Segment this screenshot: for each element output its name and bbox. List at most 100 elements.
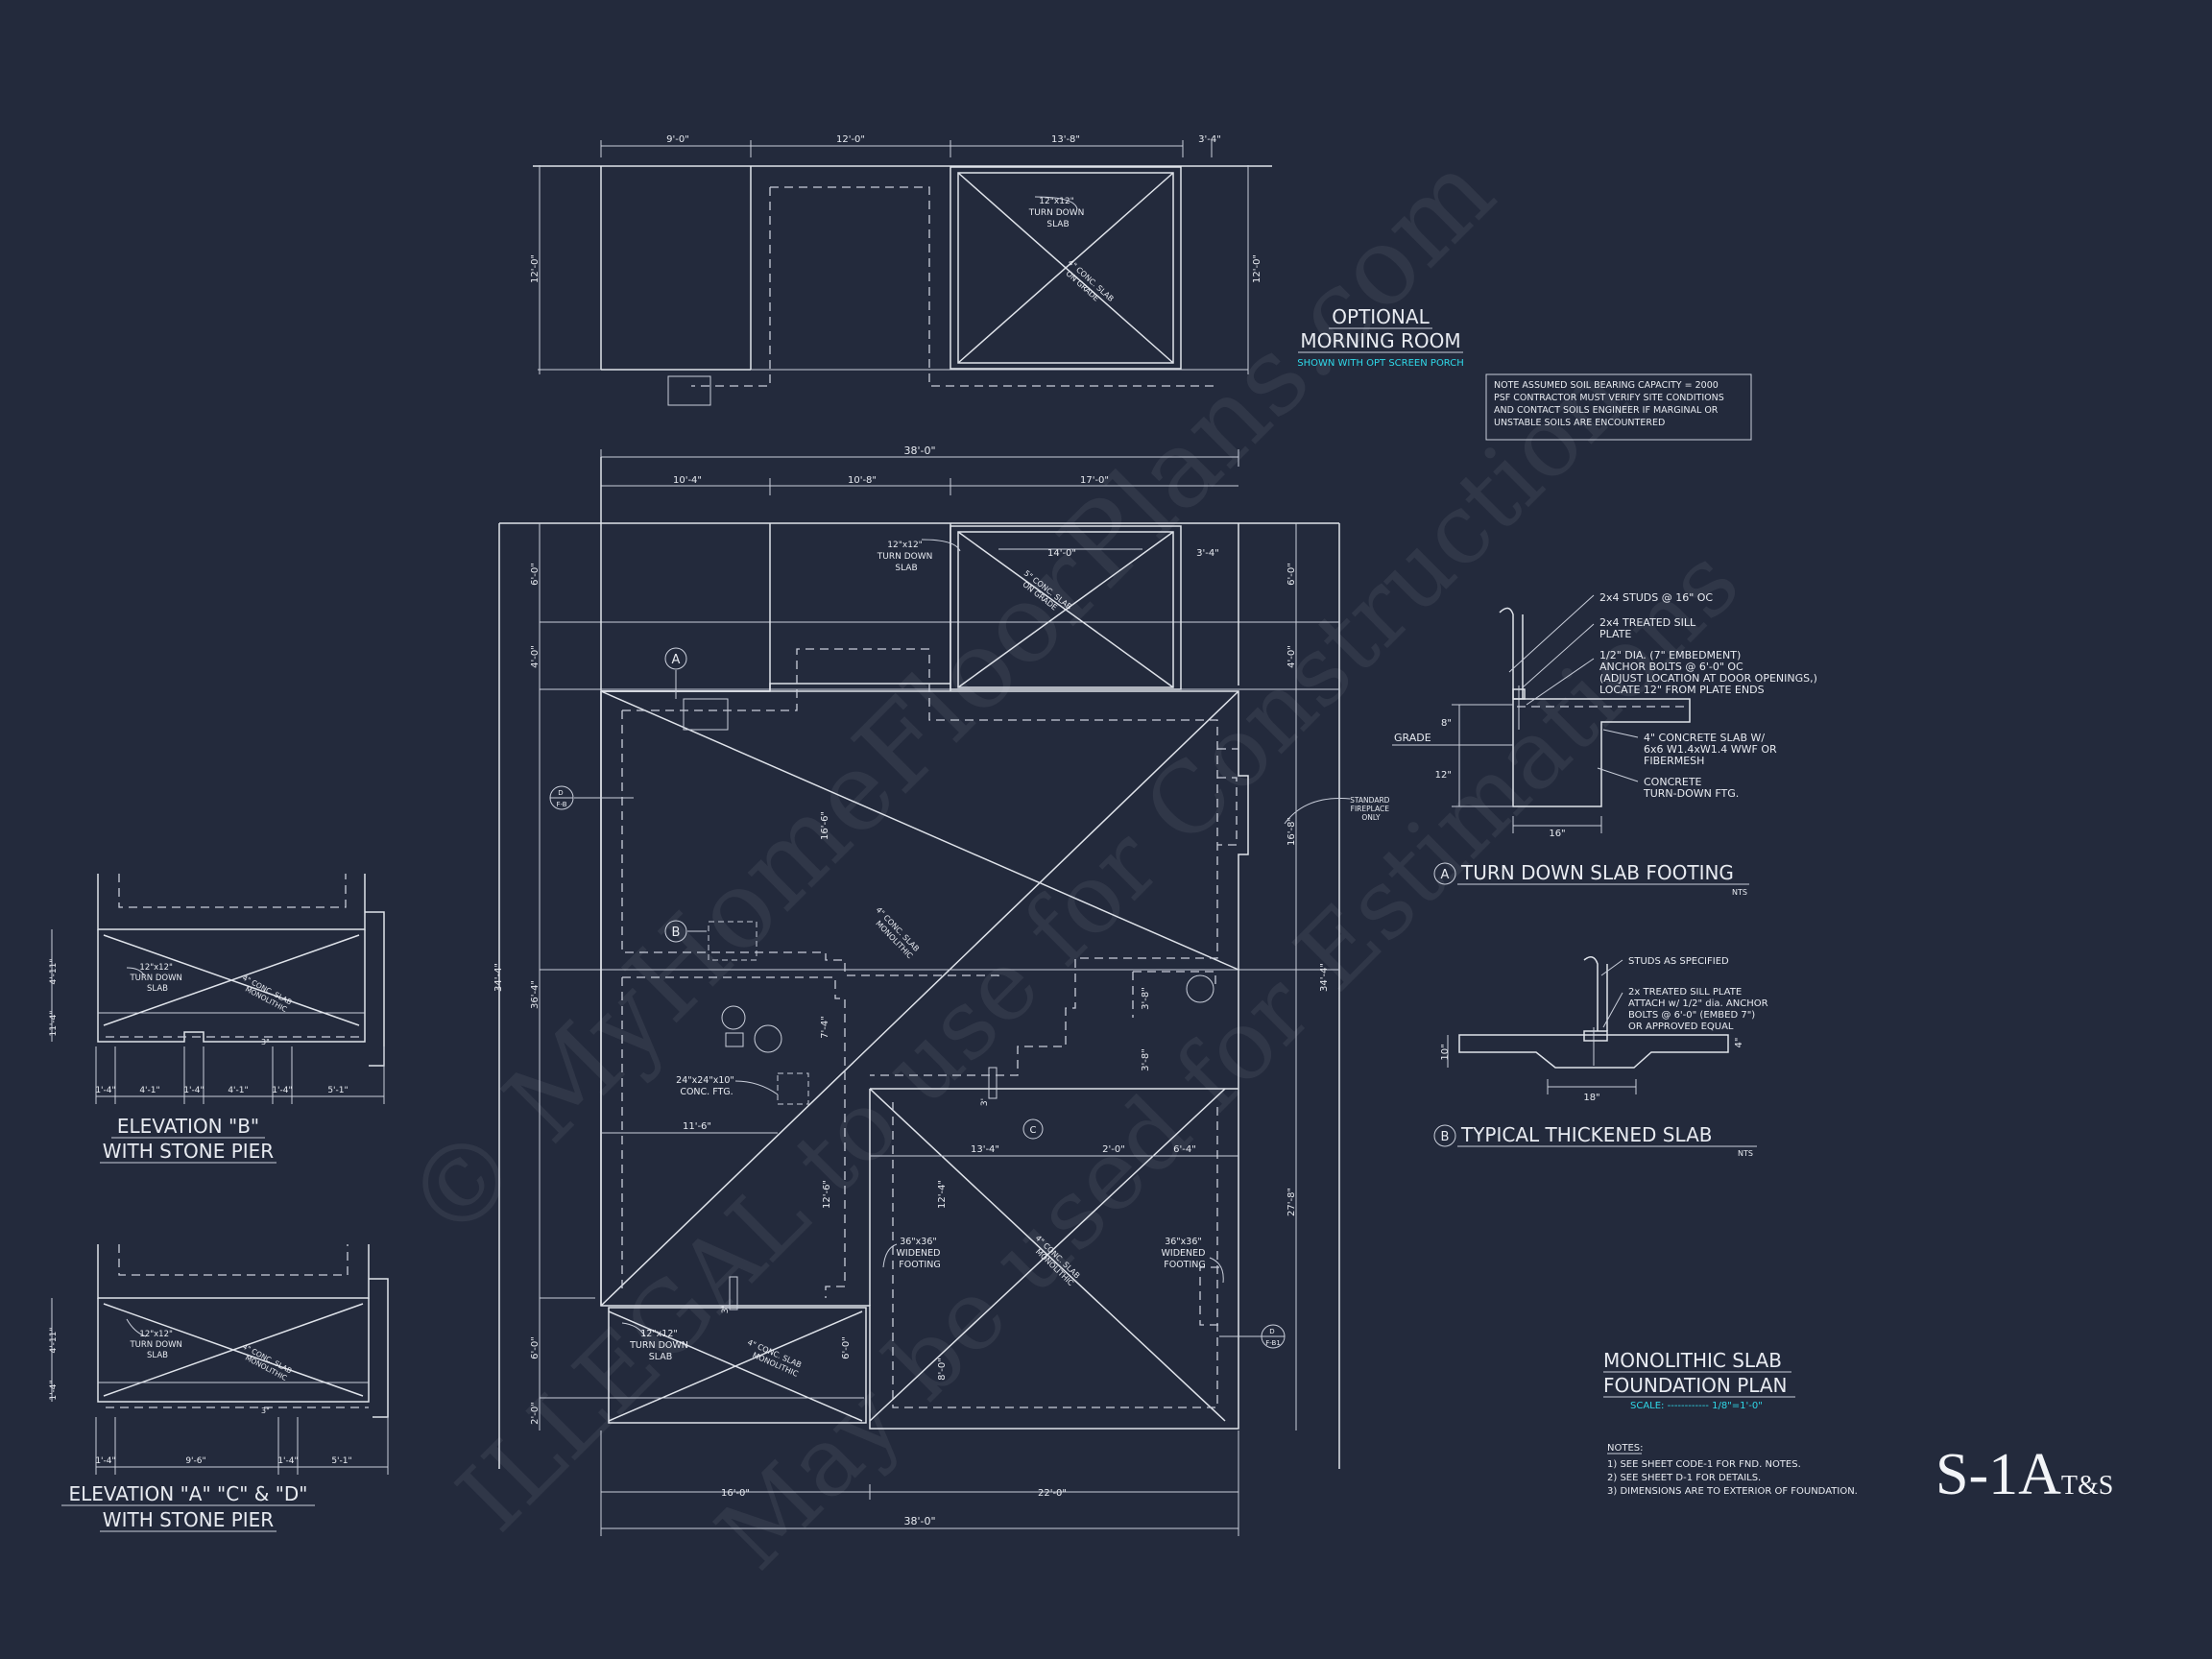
morning-room-plan: 9'-0" 12'-0" 13'-8" 3'-4" 12'-0" 12'-0" … (530, 134, 1272, 406)
int-dim-2: 7'-4" (820, 1016, 830, 1039)
detail-marker-c: C (1030, 1125, 1037, 1136)
detail-a-turn-down-slab: 8" 12" 16" GRADE 2x4 STUDS @ 16" OC 2x4 … (1392, 591, 1820, 897)
int-dim-5: 12'-4" (937, 1180, 948, 1209)
morning-room-subtitle: SHOWN WITH OPT SCREEN PORCH (1297, 358, 1464, 369)
section-marker-a: A (672, 653, 681, 667)
elevation-b-detail: 4'-11" 11'-4" 12"x12" TURN DOWN SLAB 4" … (49, 874, 385, 1104)
general-notes: NOTES: 1) SEE SHEET CODE-1 FOR FND. NOTE… (1607, 1443, 1858, 1497)
int-dim-7: 2'-0" (1102, 1144, 1125, 1155)
plan-overall-bottom: 38'-0" (903, 1515, 935, 1527)
detail-b-note-2: 2x TREATED SILL PLATE ATTACH w/ 1/2" dia… (1628, 987, 1771, 1032)
elev-b-slab-note: 12"x12" TURN DOWN SLAB (129, 963, 184, 994)
detail-a-note-4: 4" CONCRETE SLAB W/ 6x6 W1.4xW1.4 WWF OR… (1644, 732, 1780, 767)
elev-acd-bottom-dim-1: 1'-4" (95, 1456, 115, 1466)
note-3: 3) DIMENSIONS ARE TO EXTERIOR OF FOUNDAT… (1607, 1486, 1858, 1497)
plan-dim-left-5: 6'-0" (530, 1336, 541, 1359)
plan-title-scale: SCALE: ------------ 1/8"=1'-0" (1630, 1401, 1763, 1411)
detail-a-scale: NTS (1732, 888, 1747, 897)
mr-dim-3: 13'-8" (1051, 134, 1080, 145)
plan-title-2: FOUNDATION PLAN (1603, 1374, 1788, 1397)
elev-b-left-dim-1: 4'-11" (49, 958, 59, 984)
elev-b-bottom-dim-2: 4'-1" (139, 1086, 159, 1095)
detail-b-dim-2: 4" (1734, 1038, 1744, 1048)
mr-dim-4: 3'-4" (1198, 134, 1221, 145)
plan-dim-top-1: 10'-4" (673, 475, 702, 486)
morning-room-title-1: OPTIONAL (1332, 305, 1430, 328)
elev-acd-slab-note: 12"x12" TURN DOWN SLAB (129, 1330, 184, 1360)
plan-dim-left-4: 36'-4" (530, 980, 541, 1009)
int-dim-3: 11'-6" (683, 1121, 711, 1132)
conc-ftg-note: 24"x24"x10" CONC. FTG. (676, 1075, 737, 1097)
elevation-b-title-2: WITH STONE PIER (103, 1140, 274, 1163)
int-dim-10: 3'-8" (1141, 1048, 1151, 1071)
plan-dim-top-2: 10'-8" (848, 475, 877, 486)
detail-b-dim-3: 18" (1583, 1093, 1599, 1103)
int-dim-8: 6'-4" (1173, 1144, 1196, 1155)
plan-title-1: MONOLITHIC SLAB (1603, 1349, 1782, 1372)
plan-dim-right-5: 27'-8" (1286, 1188, 1297, 1216)
elev-b-conc: 4" CONC. SLAB MONOLITHIC (237, 974, 296, 1016)
int-dim-13: 6'-0" (841, 1336, 852, 1359)
mr-dim-left: 12'-0" (530, 254, 541, 283)
porch-dim-2: 3'-4" (1196, 548, 1219, 559)
plan-dim-left-6: 2'-0" (530, 1402, 541, 1425)
elev-acd-bottom-dim-4: 5'-1" (331, 1456, 351, 1466)
elev-b-left-dim-2: 11'-4" (49, 1010, 59, 1036)
plan-dim-bottom-2: 22'-0" (1038, 1488, 1067, 1499)
int-dim-1: 16'-6" (820, 811, 830, 840)
int-dim-4: 12'-6" (822, 1180, 832, 1209)
notes-heading: NOTES: (1607, 1443, 1644, 1454)
detail-a-note-2: 2x4 TREATED SILL PLATE (1599, 616, 1699, 640)
int-dim-9: 3'-8" (1141, 987, 1151, 1010)
plan-dim-left-1: 6'-0" (530, 563, 541, 586)
elev-b-bottom-dim-4: 4'-1" (228, 1086, 248, 1095)
detail-a-dim-1: 8" (1441, 718, 1452, 729)
elev-acd-left-dim-1: 4'-11" (49, 1327, 59, 1353)
elevation-b-title-1: ELEVATION "B" (117, 1115, 259, 1138)
mr-dim-2: 12'-0" (836, 134, 865, 145)
elevation-acd-title-2: WITH STONE PIER (103, 1508, 274, 1531)
plan-dim-right-4: 34'-4" (1319, 963, 1330, 992)
sheet-number: S-1AT&S (1936, 1442, 2113, 1507)
detail-b-note-1: STUDS AS SPECIFIED (1628, 956, 1729, 967)
detail-a-note-5: CONCRETE TURN-DOWN FTG. (1643, 776, 1739, 800)
detail-a-dim-2: 12" (1435, 770, 1452, 781)
int-dim-6: 13'-4" (971, 1144, 999, 1155)
bottom-slab-note: 12"x12" TURN DOWN SLAB (629, 1329, 691, 1362)
elev-b-bottom-dim-5: 1'-4" (272, 1086, 292, 1095)
elev-b-bottom-dim-1: 1'-4" (95, 1086, 115, 1095)
detail-b-thickened-slab: 10" 4" 18" STUDS AS SPECIFIED 2x TREATED… (1433, 956, 1771, 1158)
int-dim-12: 3' (721, 1306, 731, 1313)
elevation-acd-title-1: ELEVATION "A" "C" & "D" (68, 1482, 307, 1505)
elev-b-bottom-dim-6: 5'-1" (327, 1086, 348, 1095)
note-1: 1) SEE SHEET CODE-1 FOR FND. NOTES. (1607, 1459, 1801, 1470)
plan-dim-bottom-1: 16'-0" (721, 1488, 750, 1499)
main-slab-note: 4" CONC. SLAB MONOLITHIC (867, 905, 922, 962)
detail-a-title: TURN DOWN SLAB FOOTING (1460, 861, 1734, 884)
fireplace-note: STANDARD FIREPLACE ONLY (1350, 796, 1392, 822)
plan-overall-top: 38'-0" (903, 445, 935, 457)
plan-dim-right-3: 16'-8" (1286, 817, 1297, 846)
mr-dim-1: 9'-0" (666, 134, 689, 145)
watermark: © MyHomeFloorPlans.com ILLEGAL to use fo… (381, 130, 1760, 1591)
morning-room-title-2: MORNING ROOM (1300, 329, 1460, 352)
plan-dim-left-3: 34'-4" (493, 963, 504, 992)
section-marker-b: B (672, 926, 681, 940)
svg-text:NOTE ASSUMED SOIL BEARING CAPA: NOTE ASSUMED SOIL BEARING CAPACITY = 200… (1494, 380, 1727, 428)
soil-bearing-note: NOTE ASSUMED SOIL BEARING CAPACITY = 200… (1485, 373, 1752, 441)
elev-acd-conc: 4" CONC. SLAB MONOLITHIC (237, 1342, 296, 1384)
int-dim-14: 8'-0" (937, 1358, 948, 1381)
detail-a-marker: A (1441, 868, 1450, 882)
elev-acd-bottom-dim-2: 9'-6" (185, 1456, 205, 1466)
detail-marker-d2: D F-B1 (1265, 1328, 1281, 1347)
detail-marker-d1: D F-B (556, 789, 566, 808)
int-dim-11: 3' (980, 1098, 990, 1106)
detail-b-marker: B (1441, 1130, 1450, 1144)
porch-slab-note: 12"x12" TURN DOWN SLAB (877, 541, 935, 573)
plan-dim-right-1: 6'-0" (1286, 563, 1297, 586)
widened-footing-left: 36"x36" WIDENED FOOTING (897, 1237, 944, 1270)
detail-a-note-3: 1/2" DIA. (7" EMBEDMENT) ANCHOR BOLTS @ … (1599, 649, 1820, 696)
elev-b-bottom-dim-3: 1'-4" (183, 1086, 204, 1095)
